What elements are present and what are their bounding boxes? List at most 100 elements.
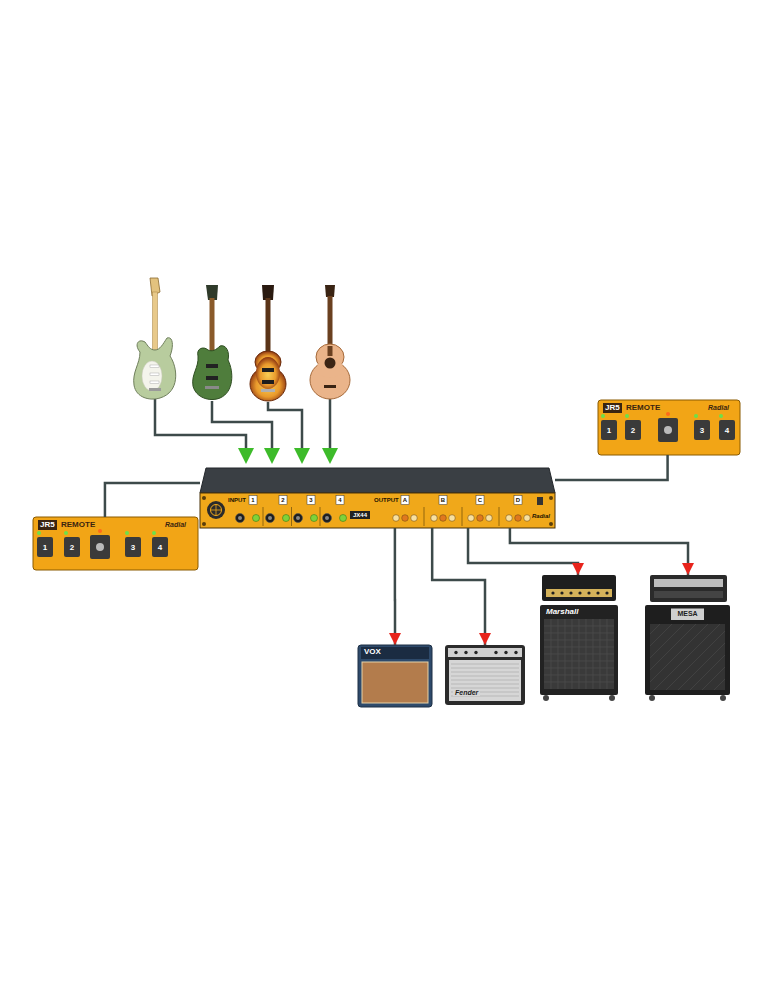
- status-led: [37, 531, 41, 535]
- select-button: [311, 515, 318, 522]
- output-knob: [402, 515, 409, 522]
- select-button: [253, 515, 260, 522]
- switch-number: 4: [725, 427, 729, 435]
- switch-number: 3: [700, 427, 704, 435]
- input-jack: [238, 516, 242, 520]
- signal-cable: [555, 455, 668, 480]
- output-knob: [486, 515, 493, 522]
- channel-box: [514, 496, 522, 505]
- cabinet-caster: [649, 695, 655, 701]
- input-jack: [266, 514, 275, 523]
- output-knob: [393, 515, 400, 522]
- guitar-body: [256, 357, 280, 389]
- rack-chassis: [200, 468, 555, 493]
- device-name: REMOTE: [61, 521, 95, 529]
- output-knobs: [393, 515, 531, 522]
- grille-weave: [650, 624, 725, 690]
- channel-box: [401, 496, 409, 505]
- channel-number: 3: [309, 497, 312, 503]
- remote-body: [33, 517, 198, 570]
- amp-knob: [587, 591, 590, 594]
- switch-number: 2: [631, 427, 635, 435]
- switch-number: 1: [607, 427, 611, 435]
- section-label: INPUT: [228, 497, 246, 503]
- footswitch: [152, 537, 168, 557]
- channel-number: 4: [338, 497, 341, 503]
- cabinet-caster: [720, 695, 726, 701]
- output-knob: [515, 515, 522, 522]
- guitar-cable: [155, 399, 246, 449]
- output-knob: [431, 515, 438, 522]
- amp-logo: MESA: [677, 610, 697, 617]
- footswitch: [601, 420, 617, 440]
- input-jack: [294, 514, 303, 523]
- guitar-neck: [266, 298, 271, 353]
- grille-stripes: [451, 664, 519, 696]
- guitar-cable: [212, 401, 272, 449]
- signal-cable: [510, 528, 688, 575]
- footswitch: [719, 420, 735, 440]
- channel-number: 2: [281, 497, 284, 503]
- guitar-pickup: [262, 380, 274, 384]
- output-letter: C: [478, 497, 482, 503]
- guitar-pickup: [150, 365, 159, 368]
- amp-grille: [650, 624, 725, 690]
- amp-grille: [449, 660, 521, 701]
- select-button: [340, 515, 347, 522]
- channel-box: [307, 496, 315, 505]
- footswitch: [694, 420, 710, 440]
- section-divider: [263, 507, 499, 526]
- guitar-pickup: [150, 373, 159, 376]
- guitar-headstock: [262, 285, 274, 300]
- output-knob: [440, 515, 447, 522]
- amp-logo: Marshall: [546, 608, 578, 616]
- switch-number: 2: [70, 544, 74, 552]
- model-badge: JR5: [603, 403, 622, 413]
- brand-logo: Radial: [532, 513, 550, 519]
- logo-plate: [671, 609, 704, 621]
- footswitch: [64, 537, 80, 557]
- status-led: [719, 414, 723, 418]
- input-arrow: [238, 448, 254, 464]
- output-knob: [411, 515, 418, 522]
- amp-cabinet: [540, 605, 618, 695]
- amp-head: [650, 575, 727, 602]
- status-led: [666, 412, 670, 416]
- amp-knob: [596, 591, 599, 594]
- amp-grille: [362, 662, 428, 703]
- guitar-pickup: [206, 376, 218, 380]
- device-name: REMOTE: [626, 404, 660, 412]
- guitar-bridge: [149, 388, 161, 391]
- switch-number: 4: [158, 544, 162, 552]
- amp-knob: [551, 591, 554, 594]
- guitar-neck: [328, 296, 333, 346]
- guitar-pickguard: [142, 361, 162, 391]
- guitar-bridge: [324, 385, 336, 388]
- amp-knob: [464, 651, 467, 654]
- guitar-body: [193, 346, 232, 400]
- amp-knob: [504, 651, 507, 654]
- section-label: OUTPUT: [374, 497, 399, 503]
- grille-weave: [544, 619, 614, 689]
- switch-number: 3: [131, 544, 135, 552]
- amp-cabinet: [645, 605, 730, 695]
- guitar-amp: VOX: [358, 645, 432, 707]
- amp-knob: [560, 591, 563, 594]
- rack-screw: [202, 522, 206, 526]
- guitar-cable: [268, 402, 302, 449]
- status-led: [98, 529, 102, 533]
- amp-knob: [474, 651, 477, 654]
- amp-top-panel: [361, 647, 429, 659]
- amp-knob: [569, 591, 572, 594]
- guitar-amp: Fender: [445, 645, 525, 705]
- channel-box: [336, 496, 344, 505]
- guitar-body: [134, 338, 176, 399]
- guitar-pickup: [206, 364, 218, 368]
- guitar-neck: [153, 292, 158, 352]
- model-badge: JR5: [38, 520, 57, 530]
- cabinet-caster: [609, 695, 615, 701]
- status-led: [625, 414, 629, 418]
- amp-control-panel: [448, 648, 522, 657]
- output-knob: [477, 515, 484, 522]
